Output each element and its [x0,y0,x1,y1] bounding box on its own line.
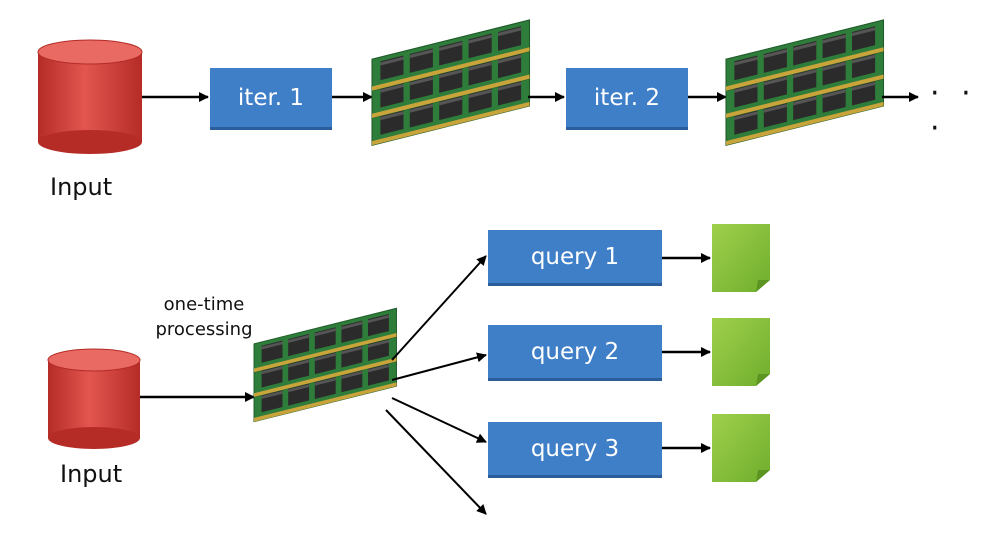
continuation-dots: · · · [930,76,977,146]
arrow-ram-to-query3 [391,397,487,443]
processing-label-line2: processing [155,319,253,340]
arrow-ram-to-query2 [391,352,487,381]
result-1-document-icon [712,224,770,292]
result-2-document-icon [712,318,770,386]
iter-2-box: iter. 2 [566,68,688,130]
iter-1-box: iter. 1 [210,68,332,130]
query-1-box: query 1 [488,230,662,286]
processing-label-line1: one-time [163,294,245,315]
top-ram-stack-1-icon [372,20,530,145]
top-ram-stack-2-icon [726,20,884,145]
processing-label: one-time processing [142,292,266,342]
top-input-label: Input [50,173,113,201]
query-2-box: query 2 [488,325,662,381]
result-3-document-icon [712,414,770,482]
arrow-ram-to-query1 [391,255,487,361]
arrow-ram-to-more [385,409,487,515]
query-3-box: query 3 [488,422,662,478]
bottom-ram-stack-icon [254,308,397,421]
bottom-input-cylinder-icon [47,348,141,449]
bottom-input-label: Input [60,460,123,488]
top-input-cylinder-icon [37,39,143,154]
